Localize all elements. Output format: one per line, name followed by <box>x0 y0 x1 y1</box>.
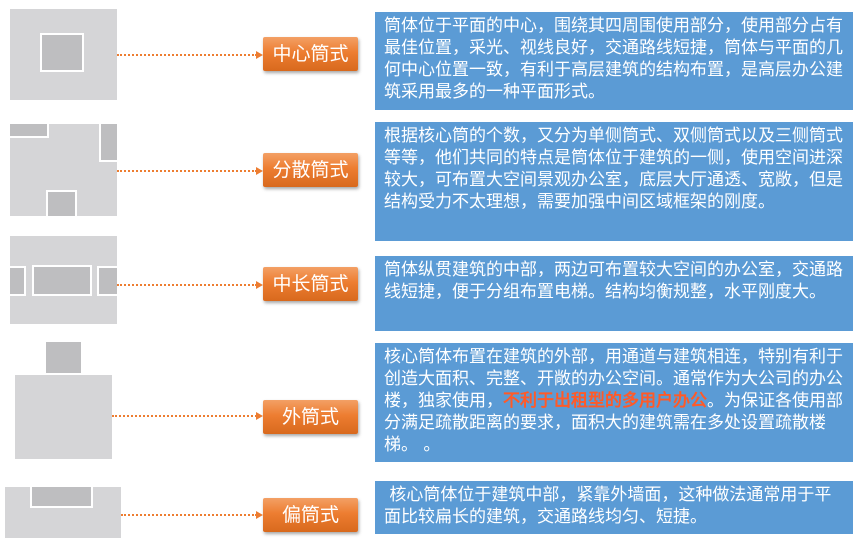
core-tube-right <box>99 122 119 162</box>
center-core-plan-diagram <box>10 9 117 100</box>
long-core-plan-diagram <box>8 236 119 324</box>
type-label: 分散筒式 <box>263 153 358 187</box>
connector-arrow <box>256 412 263 420</box>
connector-arrow <box>256 511 263 519</box>
connector-line <box>117 54 257 56</box>
core-tube-center <box>32 265 92 296</box>
type-label: 中心筒式 <box>263 37 358 71</box>
description-box: 筒体纵贯建筑的中部，两边可布置较大空间的办公室，交通路线短捷，便于分组布置电梯。… <box>375 256 853 331</box>
connector-arrow <box>256 281 263 289</box>
floor-plan <box>15 375 112 459</box>
core-tube-top <box>8 122 49 138</box>
connector-line <box>117 284 257 286</box>
description-text: 核心筒体布置在建筑的外部，用通道与建筑相连，特别有利于创造大面积、完整、开敞的办… <box>384 347 843 411</box>
external-core-plan-diagram <box>15 342 112 459</box>
connector-arrow <box>256 51 263 59</box>
highlighted-text: 不利于出租型的多用户办公 <box>503 391 707 411</box>
core-tube-right <box>97 266 119 296</box>
description-box: 筒体位于平面的中心，围绕其四周围使用部分，使用部分占有最佳位置，采光、视线良好，… <box>375 12 853 110</box>
connector-line <box>121 514 257 516</box>
core-tube <box>40 33 84 72</box>
core-tube-outside <box>46 342 81 373</box>
core-tube-bottom <box>46 190 77 218</box>
type-label: 中长筒式 <box>263 267 358 301</box>
offset-core-plan-diagram <box>5 485 121 538</box>
description-box: 核心筒体位于建筑中部，紧靠外墙面，这种做法通常用于平面比较扁长的建筑，交通路线均… <box>375 481 853 534</box>
description-box: 核心筒体布置在建筑的外部，用通道与建筑相连，特别有利于创造大面积、完整、开敞的办… <box>375 343 853 462</box>
type-label: 外筒式 <box>263 400 358 434</box>
connector-arrow <box>256 167 263 175</box>
connector-line <box>117 170 257 172</box>
core-tube-left <box>8 266 26 296</box>
connector-line <box>112 415 257 417</box>
core-tube <box>30 485 93 508</box>
type-label: 偏筒式 <box>263 498 358 532</box>
description-text-end: 。为保证各使用部分满足疏散距离的要求，面积大的建筑需在多处设置疏散楼梯。 。 <box>384 391 843 455</box>
dispersed-core-plan-diagram <box>8 122 119 218</box>
description-box: 根据核心筒的个数，又分为单侧筒式、双侧筒式以及三侧筒式等等，他们共同的特点是筒体… <box>375 122 853 241</box>
